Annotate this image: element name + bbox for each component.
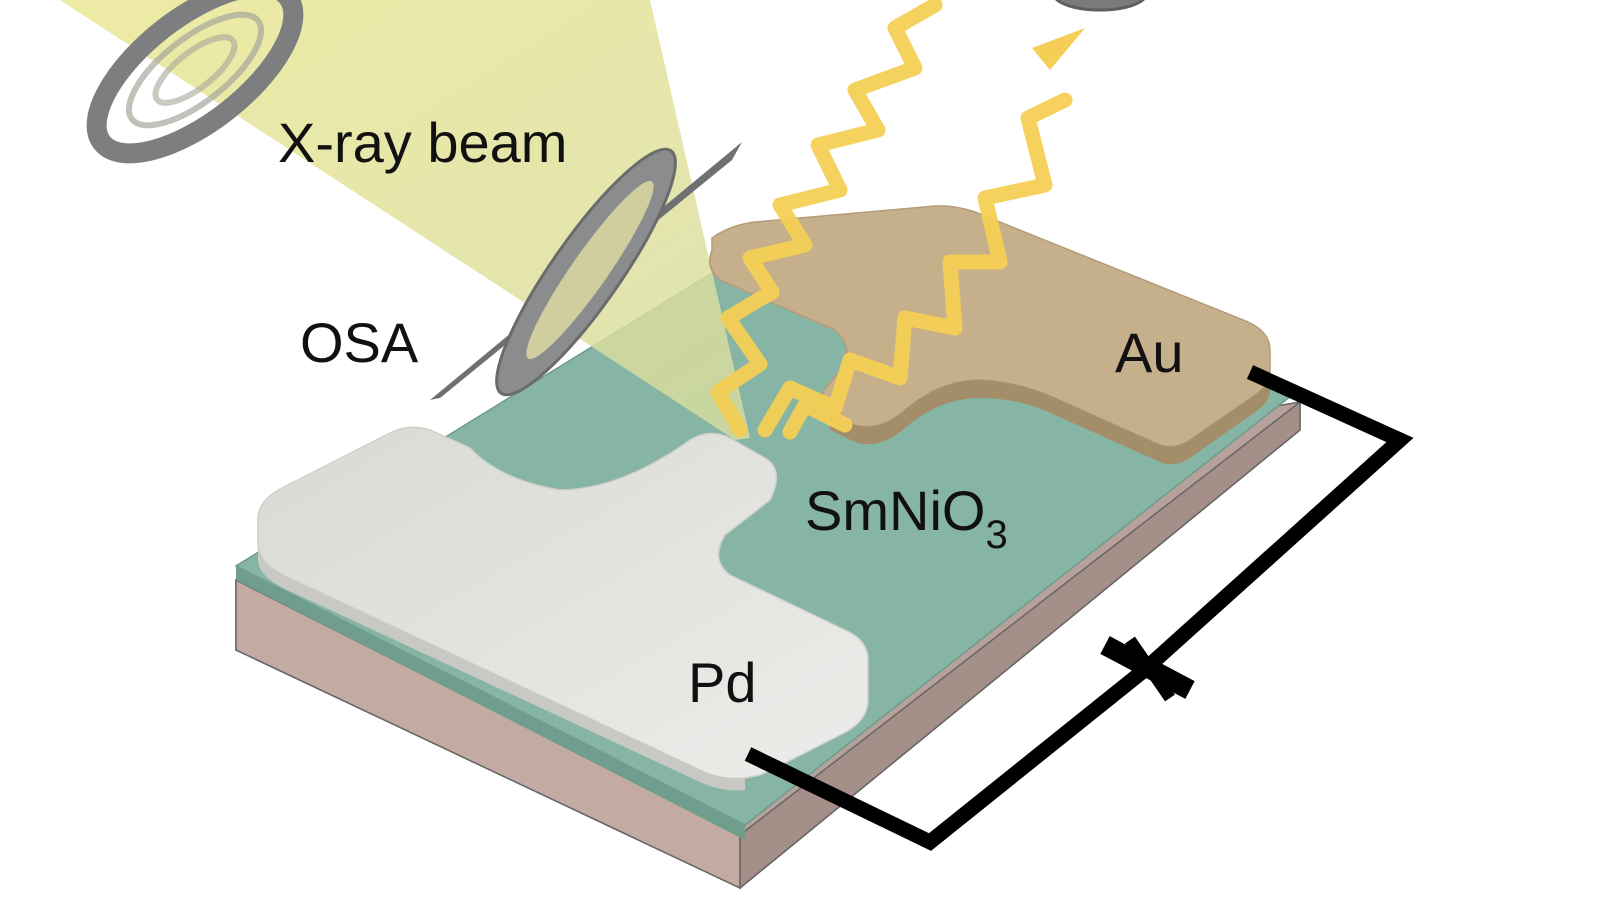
label-smnio3: SmNiO3 xyxy=(805,479,1008,557)
label-smnio3-main: SmNiO xyxy=(805,479,985,542)
film-edge xyxy=(236,566,745,840)
zone-plate-icon xyxy=(86,0,304,164)
pd-electrode xyxy=(257,426,869,791)
signal-arrow-icon xyxy=(710,0,1073,440)
label-pd: Pd xyxy=(688,651,757,714)
voltage-source-icon xyxy=(1100,636,1195,702)
label-au: Au xyxy=(1115,321,1184,384)
osa-aperture-icon xyxy=(430,142,742,400)
detector-icon xyxy=(1055,0,1145,12)
label-osa: OSA xyxy=(300,311,419,374)
signal-arrowhead xyxy=(1032,28,1085,70)
label-smnio3-subscript: 3 xyxy=(985,513,1007,557)
label-xray-beam: X-ray beam xyxy=(278,111,567,174)
